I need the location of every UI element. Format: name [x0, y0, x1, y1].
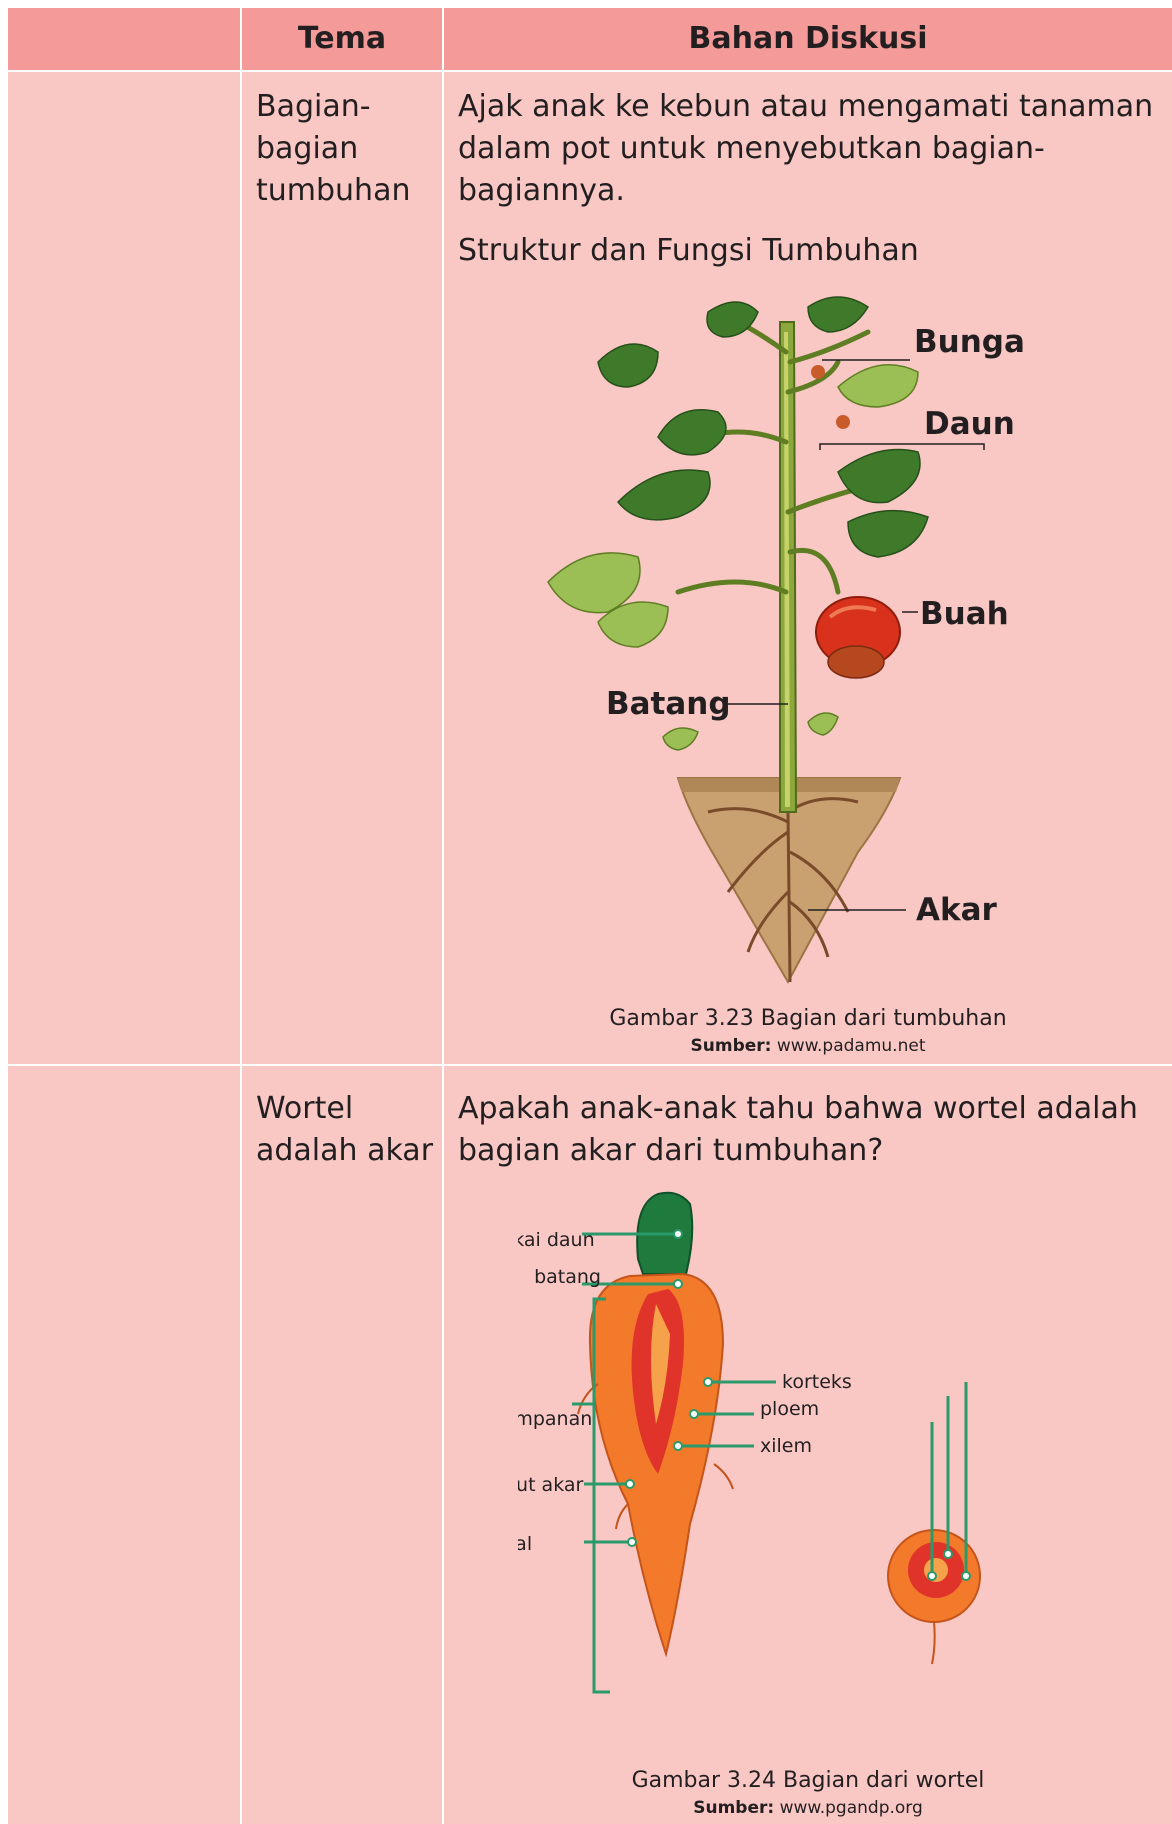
carrot-source-url: www.pgandp.org — [780, 1798, 923, 1818]
row1-tema: Bagian-bagian tumbuhan — [256, 86, 446, 212]
carrot-label-lateral: Lateral — [518, 1533, 532, 1555]
plant-caption: Gambar 3.23 Bagian dari tumbuhan — [458, 1006, 1158, 1031]
header-blank — [8, 8, 240, 70]
carrot-label-tangkai-daun: tangkai daun — [518, 1229, 595, 1251]
row2-tema: Wortel adalah akar — [256, 1088, 446, 1172]
row1-paragraph-1: Ajak anak ke kebun atau mengamati tanama… — [458, 86, 1158, 212]
carrot-source-label: Sumber: — [693, 1798, 774, 1818]
row2-paragraph-1: Apakah anak-anak tahu bahwa wortel adala… — [458, 1088, 1158, 1172]
plant-label-batang: Batang — [606, 686, 731, 722]
plant-source-label: Sumber: — [691, 1036, 772, 1056]
carrot-label-penyimpanan: penyimpanan — [518, 1408, 592, 1430]
discussion-table: Tema Bahan Diskusi Bagian-bagian tumbuha… — [8, 8, 1172, 1824]
plant-label-buah: Buah — [920, 596, 1009, 632]
plant-label-akar: Akar — [916, 892, 998, 928]
column-divider — [240, 8, 242, 1824]
carrot-caption: Gambar 3.24 Bagian dari wortel — [458, 1768, 1158, 1793]
table-header: Tema Bahan Diskusi — [8, 8, 1172, 72]
carrot-source: Sumber: www.pgandp.org — [458, 1798, 1158, 1818]
plant-label-daun: Daun — [924, 406, 1015, 442]
carrot-illustration: tangkai daun batang akar penyimpanan ram… — [518, 1184, 998, 1744]
header-tema: Tema — [242, 8, 442, 70]
row-divider — [8, 1064, 1172, 1066]
plant-illustration: Bunga Daun Buah Batang Akar — [508, 292, 1068, 992]
carrot-label-rambut-akar: rambut akar — [518, 1474, 584, 1496]
plant-label-bunga: Bunga — [914, 324, 1025, 360]
header-bahan-diskusi: Bahan Diskusi — [444, 8, 1172, 70]
row1-paragraph-2: Struktur dan Fungsi Tumbuhan — [458, 230, 1158, 272]
carrot-label-xilem: xilem — [760, 1435, 812, 1457]
column-divider — [442, 8, 444, 1824]
plant-source: Sumber: www.padamu.net — [458, 1036, 1158, 1056]
carrot-label-korteks: korteks — [782, 1371, 852, 1393]
carrot-label-ploem: ploem — [760, 1398, 819, 1420]
carrot-label-batang: batang — [534, 1266, 601, 1288]
plant-source-url: www.padamu.net — [777, 1036, 926, 1056]
